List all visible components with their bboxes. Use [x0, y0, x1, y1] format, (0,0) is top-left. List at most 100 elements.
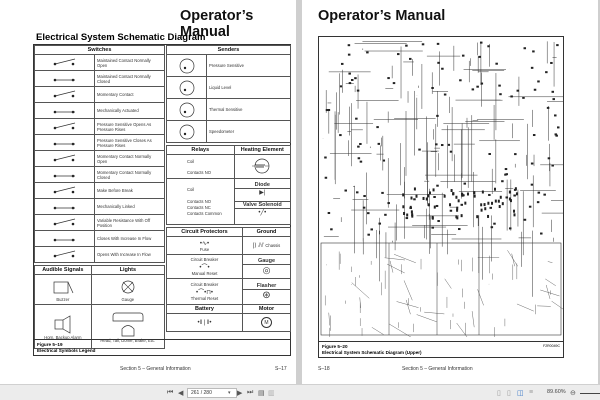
wire	[471, 311, 475, 328]
sender-label: Liquid Level	[206, 76, 291, 99]
connector-pin	[473, 194, 476, 198]
scroll-view-icon[interactable]: ≡	[529, 389, 534, 396]
connector-pin	[456, 216, 459, 220]
figure-number: Figure 5–20	[322, 344, 348, 349]
component	[370, 228, 373, 231]
connector-pin	[466, 192, 469, 196]
wire	[477, 289, 484, 306]
connector-pin	[425, 197, 428, 201]
component	[409, 207, 412, 210]
senders-header: Senders	[166, 45, 291, 55]
component	[488, 152, 491, 155]
component	[405, 217, 409, 220]
connector-pin	[427, 203, 430, 207]
connector-pin	[483, 203, 486, 207]
two-page-view-icon[interactable]: ◫	[517, 390, 524, 397]
component	[359, 142, 362, 145]
connector-pin	[413, 187, 416, 191]
component	[543, 193, 546, 196]
connector-pin	[410, 210, 413, 214]
component	[551, 90, 555, 93]
connector-pin	[480, 203, 483, 207]
zoom-out-icon[interactable]: ⊖	[570, 390, 576, 397]
component	[537, 191, 541, 194]
single-page-icon[interactable]: ▤	[258, 390, 265, 397]
component	[355, 117, 358, 120]
prev-page-icon[interactable]: ◀	[178, 390, 184, 397]
component	[354, 77, 357, 80]
last-page-icon[interactable]: ⏭	[247, 389, 254, 396]
connector-pin	[455, 195, 458, 199]
connector-pin	[494, 199, 497, 203]
connector-pin	[456, 206, 459, 210]
fuse-icon: •∿•	[199, 240, 210, 247]
component	[449, 209, 453, 212]
lower-section-box	[320, 242, 562, 336]
two-page-icon[interactable]: ▥	[268, 390, 275, 397]
component	[449, 150, 453, 153]
component	[324, 176, 328, 179]
switch-row: Momentary Contact Normally Open	[34, 150, 165, 167]
component	[552, 98, 555, 101]
component	[550, 61, 553, 64]
component	[532, 50, 535, 53]
gauge-icon: ◎	[262, 264, 271, 275]
component	[356, 89, 360, 92]
wire	[393, 254, 416, 263]
component	[504, 168, 508, 171]
relay-coil-label: Coil	[187, 158, 195, 164]
component	[435, 204, 439, 207]
component	[413, 198, 416, 201]
switch-symbol-icon	[53, 110, 75, 113]
switch-symbol-icon	[53, 174, 75, 177]
connector-pin	[432, 188, 435, 192]
connector-pin	[460, 214, 463, 218]
component	[437, 220, 440, 223]
component	[528, 205, 532, 208]
component	[462, 194, 465, 197]
page-number-input[interactable]: 261 / 280	[187, 388, 237, 398]
connector-pin	[508, 197, 511, 201]
page-number: S–18	[318, 366, 330, 372]
wire	[545, 284, 551, 299]
single-view-icon[interactable]: ▯	[497, 390, 501, 397]
wire	[388, 323, 414, 339]
connector-pin	[476, 215, 479, 219]
fuse-label: Fuse	[199, 246, 210, 252]
switch-symbol-icon	[53, 206, 75, 209]
zoom-slider[interactable]	[580, 393, 600, 394]
zoom-level[interactable]: 89.60%	[547, 389, 566, 395]
cb-thermal-label: Circuit Breaker	[190, 282, 219, 287]
switch-symbol-icon	[53, 90, 75, 97]
component	[459, 79, 462, 82]
component	[510, 95, 513, 98]
component	[513, 194, 516, 197]
gauge-header: Gauge	[243, 258, 290, 265]
connector-pin	[403, 211, 406, 215]
component	[530, 183, 534, 186]
sender-row: Thermal Sensitive	[166, 98, 291, 121]
switch-symbol-icon	[53, 238, 75, 241]
component	[397, 53, 400, 56]
switch-label: Maintained Contact Normally Closed	[94, 70, 165, 87]
connector-pin	[487, 201, 490, 205]
page-title: Operator’s Manual	[318, 8, 446, 24]
component	[514, 153, 517, 156]
connector-pin	[450, 189, 453, 193]
component	[547, 157, 551, 160]
switch-label: Momentary Contact Normally Closed	[94, 166, 165, 183]
component	[330, 228, 333, 231]
switch-row: Maintained Contact Normally Open	[34, 54, 165, 71]
next-page-icon[interactable]: ▶	[237, 390, 243, 397]
wire	[328, 312, 330, 326]
component	[478, 55, 481, 58]
bookmark-view-icon[interactable]: ▯	[507, 390, 511, 397]
first-page-icon[interactable]: ⏮	[167, 389, 174, 396]
thermal-breaker-icon: •⌒•⊓•	[196, 290, 213, 296]
connector-pin	[513, 213, 516, 217]
page-dropdown-icon[interactable]: ▾	[228, 390, 231, 396]
cb-thermal-sub: Thermal Reset	[190, 296, 219, 301]
switch-label: Closes With Increase In Flow	[94, 230, 165, 247]
